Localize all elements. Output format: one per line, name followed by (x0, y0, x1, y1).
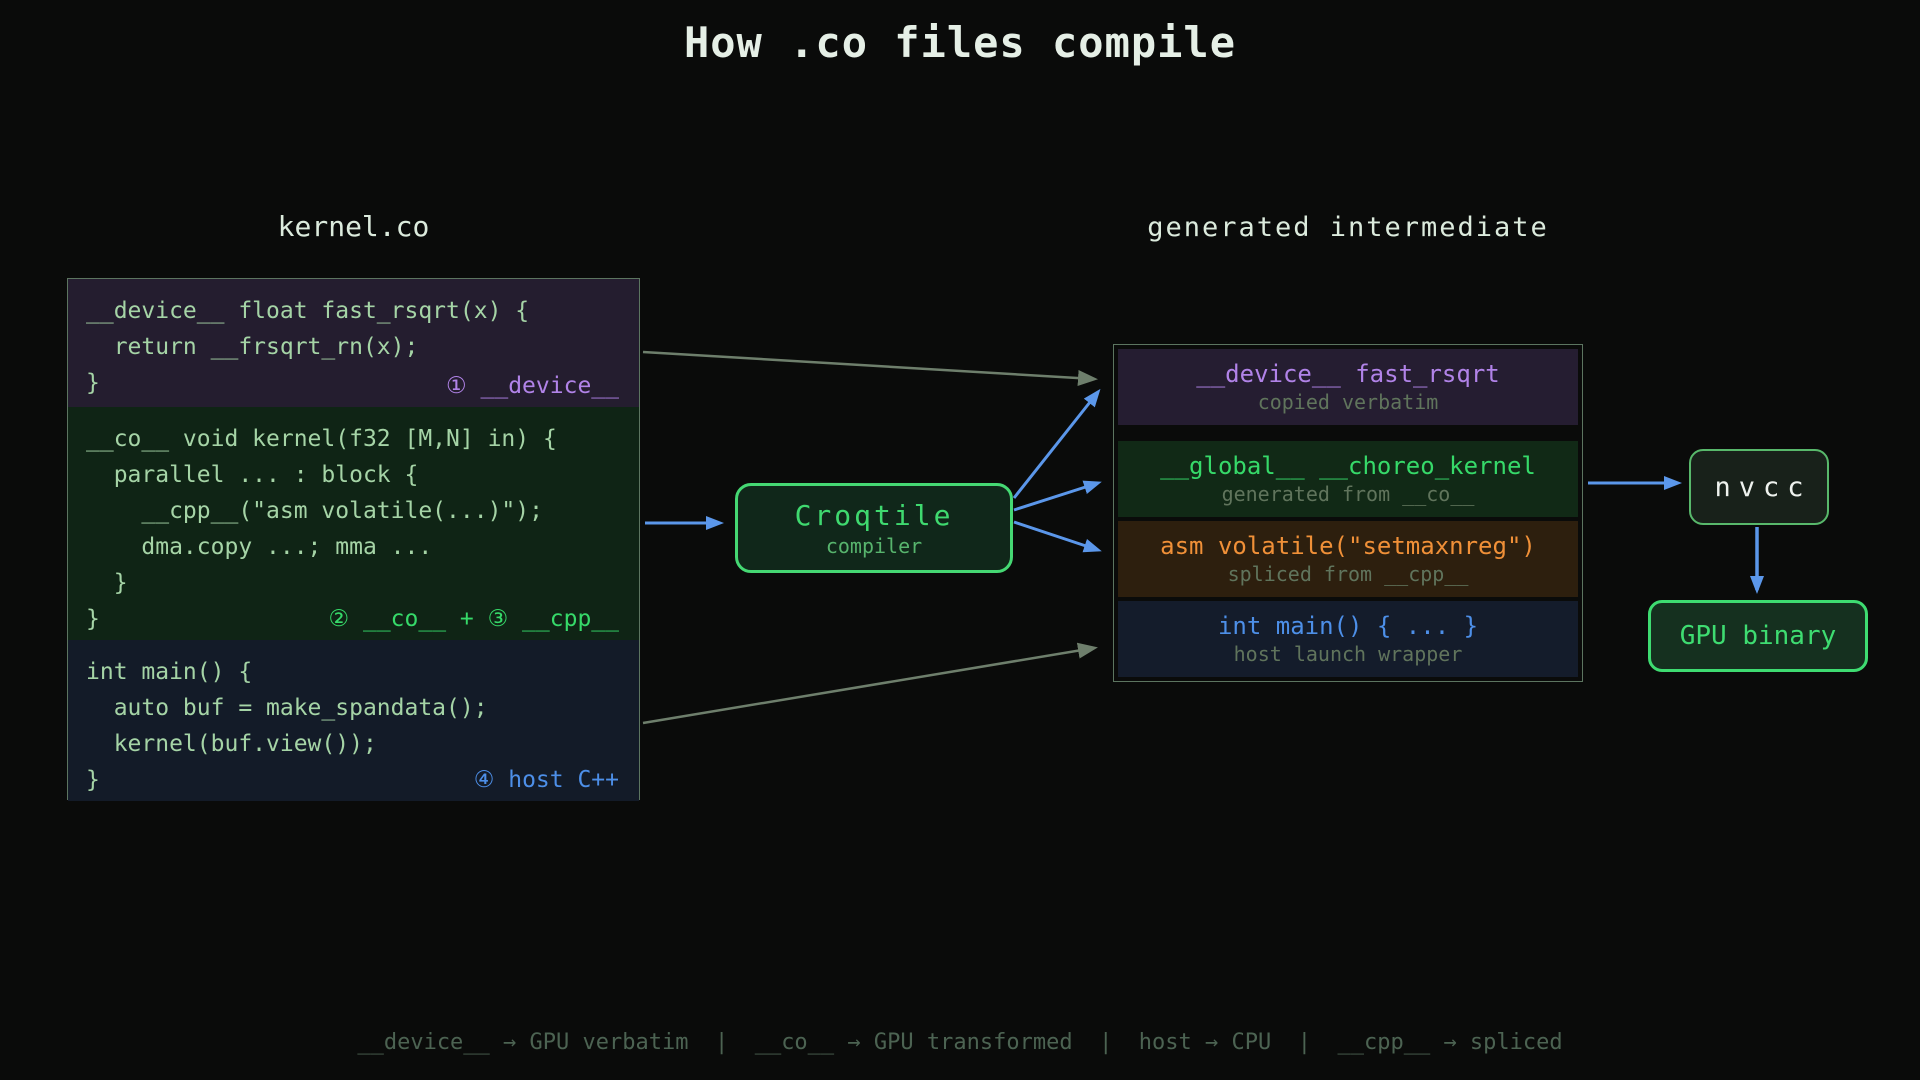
intermediate-section-device: __device__ fast_rsqrt copied verbatim (1118, 349, 1578, 425)
arrow-compiler-to-global (1013, 480, 1102, 512)
code-line: } (86, 767, 100, 793)
section-label-co-cpp: ② __co__ + ③ __cpp__ (328, 606, 620, 632)
intermediate-code: __global__ __choreo_kernel (1160, 452, 1536, 480)
intermediate-section-main: int main() { ... } host launch wrapper (1118, 601, 1578, 677)
code-line: __cpp__("asm volatile(...)"); (86, 498, 543, 524)
nvcc-label: nvcc (1714, 471, 1812, 503)
compiler-name: Croqtile (794, 498, 954, 532)
intermediate-section-global: __global__ __choreo_kernel generated fro… (1118, 441, 1578, 517)
intermediate-code: asm volatile("setmaxnreg") (1160, 532, 1536, 560)
nvcc-box: nvcc (1689, 449, 1829, 525)
compiler-subtitle: compiler (825, 533, 923, 558)
source-code-block: __device__ float fast_rsqrt(x) { return … (67, 278, 640, 801)
section-label-device: ① __device__ (446, 373, 619, 399)
source-section-device: __device__ float fast_rsqrt(x) { return … (68, 279, 639, 407)
code-line: dma.copy ...; mma ... (86, 534, 433, 560)
intermediate-panel-title: generated intermediate (1147, 212, 1549, 243)
code-line: } (86, 570, 128, 596)
intermediate-note: generated from __co__ (1221, 482, 1475, 506)
section-label-host: ④ host C++ (473, 767, 619, 793)
arrow-compiler-to-device (1012, 388, 1101, 499)
source-section-co: __co__ void kernel(f32 [M,N] in) { paral… (68, 407, 639, 640)
intermediate-note: spliced from __cpp__ (1227, 562, 1469, 586)
code-line: __device__ float fast_rsqrt(x) { (86, 298, 530, 324)
arrow-host-to-intermediate (642, 642, 1098, 725)
intermediate-note: host launch wrapper (1233, 642, 1463, 666)
code-line: parallel ... : block { (86, 462, 419, 488)
code-line: __co__ void kernel(f32 [M,N] in) { (86, 426, 557, 452)
source-section-host: int main() { auto buf = make_spandata();… (68, 640, 639, 801)
code-line: } (86, 606, 100, 632)
intermediate-code: __device__ fast_rsqrt (1196, 360, 1500, 388)
intermediate-code: int main() { ... } (1217, 612, 1479, 640)
source-panel-title: kernel.co (277, 210, 430, 243)
arrow-device-to-intermediate (642, 350, 1098, 387)
code-line: return __frsqrt_rn(x); (86, 334, 419, 360)
code-line: kernel(buf.view()); (86, 731, 377, 757)
gpu-binary-box: GPU binary (1648, 600, 1868, 672)
code-line: auto buf = make_spandata(); (86, 695, 488, 721)
compiler-box: Croqtile compiler (735, 483, 1013, 573)
intermediate-section-asm: asm volatile("setmaxnreg") spliced from … (1118, 521, 1578, 597)
intermediate-note: copied verbatim (1257, 390, 1439, 414)
gpu-binary-label: GPU binary (1679, 621, 1837, 651)
arrow-compiler-to-asm (1013, 520, 1102, 553)
legend: __device__ → GPU verbatim | __co__ → GPU… (357, 1030, 1563, 1055)
intermediate-panel: __device__ fast_rsqrt copied verbatim __… (1113, 344, 1583, 682)
code-line: int main() { (86, 659, 253, 685)
page-title: How .co files compile (683, 18, 1236, 67)
code-line: } (86, 370, 100, 396)
